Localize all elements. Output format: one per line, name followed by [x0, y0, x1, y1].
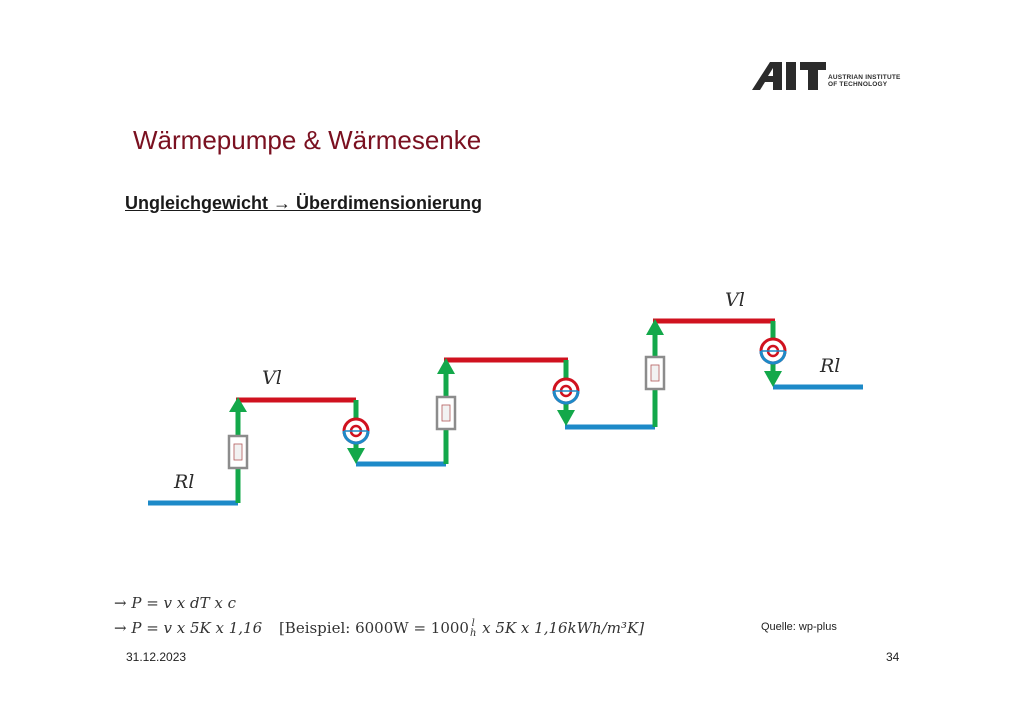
heat-sink-icon	[552, 377, 580, 405]
heat-pump-icon	[227, 434, 249, 470]
heat-sink-icon	[759, 337, 787, 365]
heat-sink-icon	[342, 417, 370, 445]
heat-pump-icon	[644, 355, 666, 391]
slide-title: Wärmepumpe & Wärmesenke	[133, 125, 482, 155]
formula-example-suffix: x 5K x 1,16kWh/m³K]	[477, 619, 645, 637]
label-return-left: Rl	[173, 471, 194, 493]
frac-numerator: l	[471, 618, 475, 629]
logo-line-1: AUSTRIAN INSTITUTE	[828, 74, 901, 81]
formula-example-prefix: [Beispiel: 6000W = 1000	[278, 619, 469, 637]
label-return-right: Rl	[819, 355, 840, 377]
footer-date: 31.12.2023	[126, 650, 187, 664]
formula-line-2: → P = v x 5K x 1,16 [Beispiel: 6000W = 1…	[114, 619, 644, 639]
formula-line-2-main: → P = v x 5K x 1,16	[114, 619, 263, 637]
ait-logo-mark	[752, 62, 826, 90]
label-flow-right: Vl	[725, 289, 745, 311]
page-number: 34	[886, 650, 900, 664]
heat-pump-icon	[435, 395, 457, 431]
label-flow-left: Vl	[262, 367, 282, 389]
logo-line-2: OF TECHNOLOGY	[828, 81, 888, 88]
frac-denominator: h	[469, 628, 477, 639]
formula-line-1: → P = v x dT x c	[114, 594, 237, 612]
ait-logo: AUSTRIAN INSTITUTE OF TECHNOLOGY	[752, 60, 902, 92]
logo-text: AUSTRIAN INSTITUTE OF TECHNOLOGY	[828, 74, 901, 88]
source-credit: Quelle: wp-plus	[761, 621, 837, 633]
slide-subtitle: Ungleichgewicht → Überdimensionierung	[125, 193, 483, 213]
